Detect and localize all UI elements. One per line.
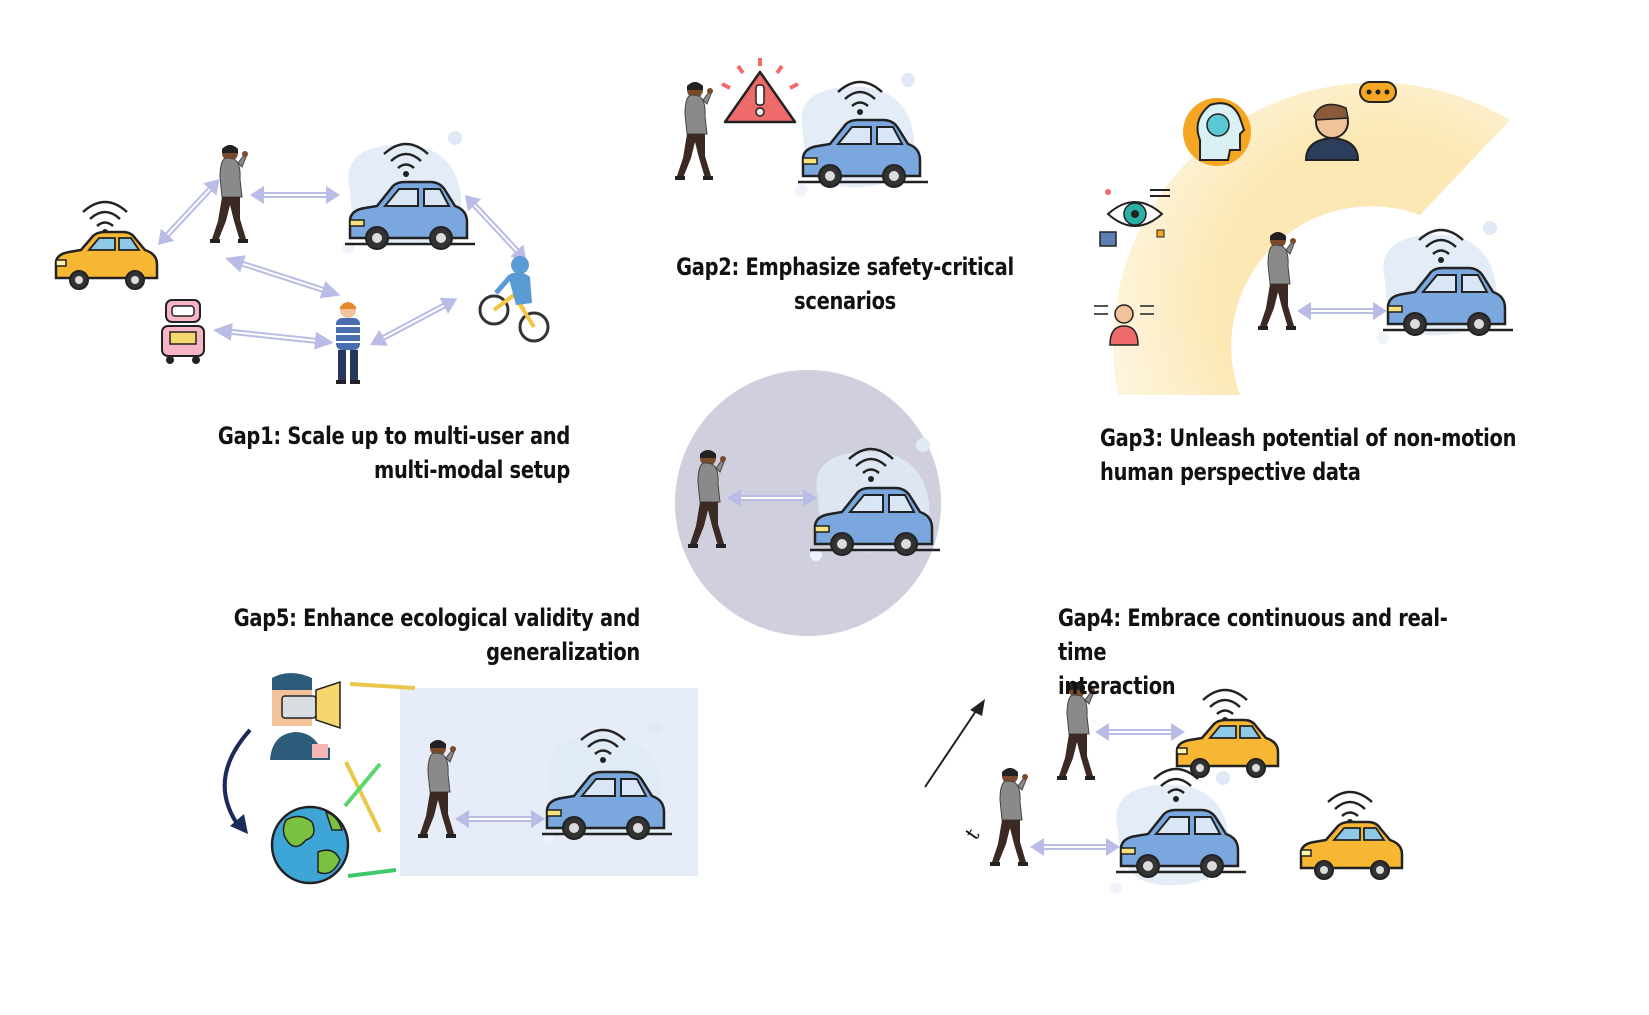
gap4-label-line2: interaction — [1058, 672, 1176, 700]
gap2-label-line2: scenarios — [794, 287, 896, 315]
talking-person-icon — [1304, 81, 1397, 161]
brain-head-icon — [1183, 98, 1251, 166]
gap3-illustration — [1094, 81, 1515, 395]
gap4-label: Gap4: Embrace continuous and real-time i… — [1058, 601, 1490, 703]
gap2-label-line1: Gap2: Emphasize safety-critical — [676, 253, 1014, 281]
warning-icon — [721, 58, 799, 124]
gap5-label-line1: Gap5: Enhance ecological validity and — [233, 604, 641, 632]
gap3-label-line1: Gap3: Unleash potential of non-motion — [1100, 424, 1517, 452]
gap1-label-line2: multi-modal setup — [373, 456, 570, 484]
gap5-label-line2: generalization — [486, 638, 640, 666]
cyclist-icon — [478, 256, 550, 343]
biosignal-person-icon — [1094, 304, 1154, 346]
gap5-illustration — [222, 673, 698, 885]
gap3-label: Gap3: Unleash potential of non-motion hu… — [1100, 421, 1532, 489]
gap2-label: Gap2: Emphasize safety-critical scenario… — [652, 250, 1039, 318]
gap1-label-line1: Gap1: Scale up to multi-user and — [217, 422, 571, 450]
gap3-label-line2: human perspective data — [1100, 458, 1361, 486]
gap1-label: Gap1: Scale up to multi-user and multi-m… — [192, 419, 570, 487]
robot-icon — [161, 299, 205, 364]
eye-tracking-icon — [1099, 189, 1170, 247]
gap4-label-line1: Gap4: Embrace continuous and real-time — [1058, 604, 1448, 666]
vr-user-icon — [270, 673, 341, 760]
gap1-illustration — [54, 131, 550, 385]
globe-icon — [270, 805, 350, 885]
gap5-label: Gap5: Enhance ecological validity and ge… — [217, 601, 641, 669]
gap2-illustration — [674, 58, 930, 196]
center-hub — [675, 370, 942, 636]
gap4-illustration — [924, 681, 1404, 894]
